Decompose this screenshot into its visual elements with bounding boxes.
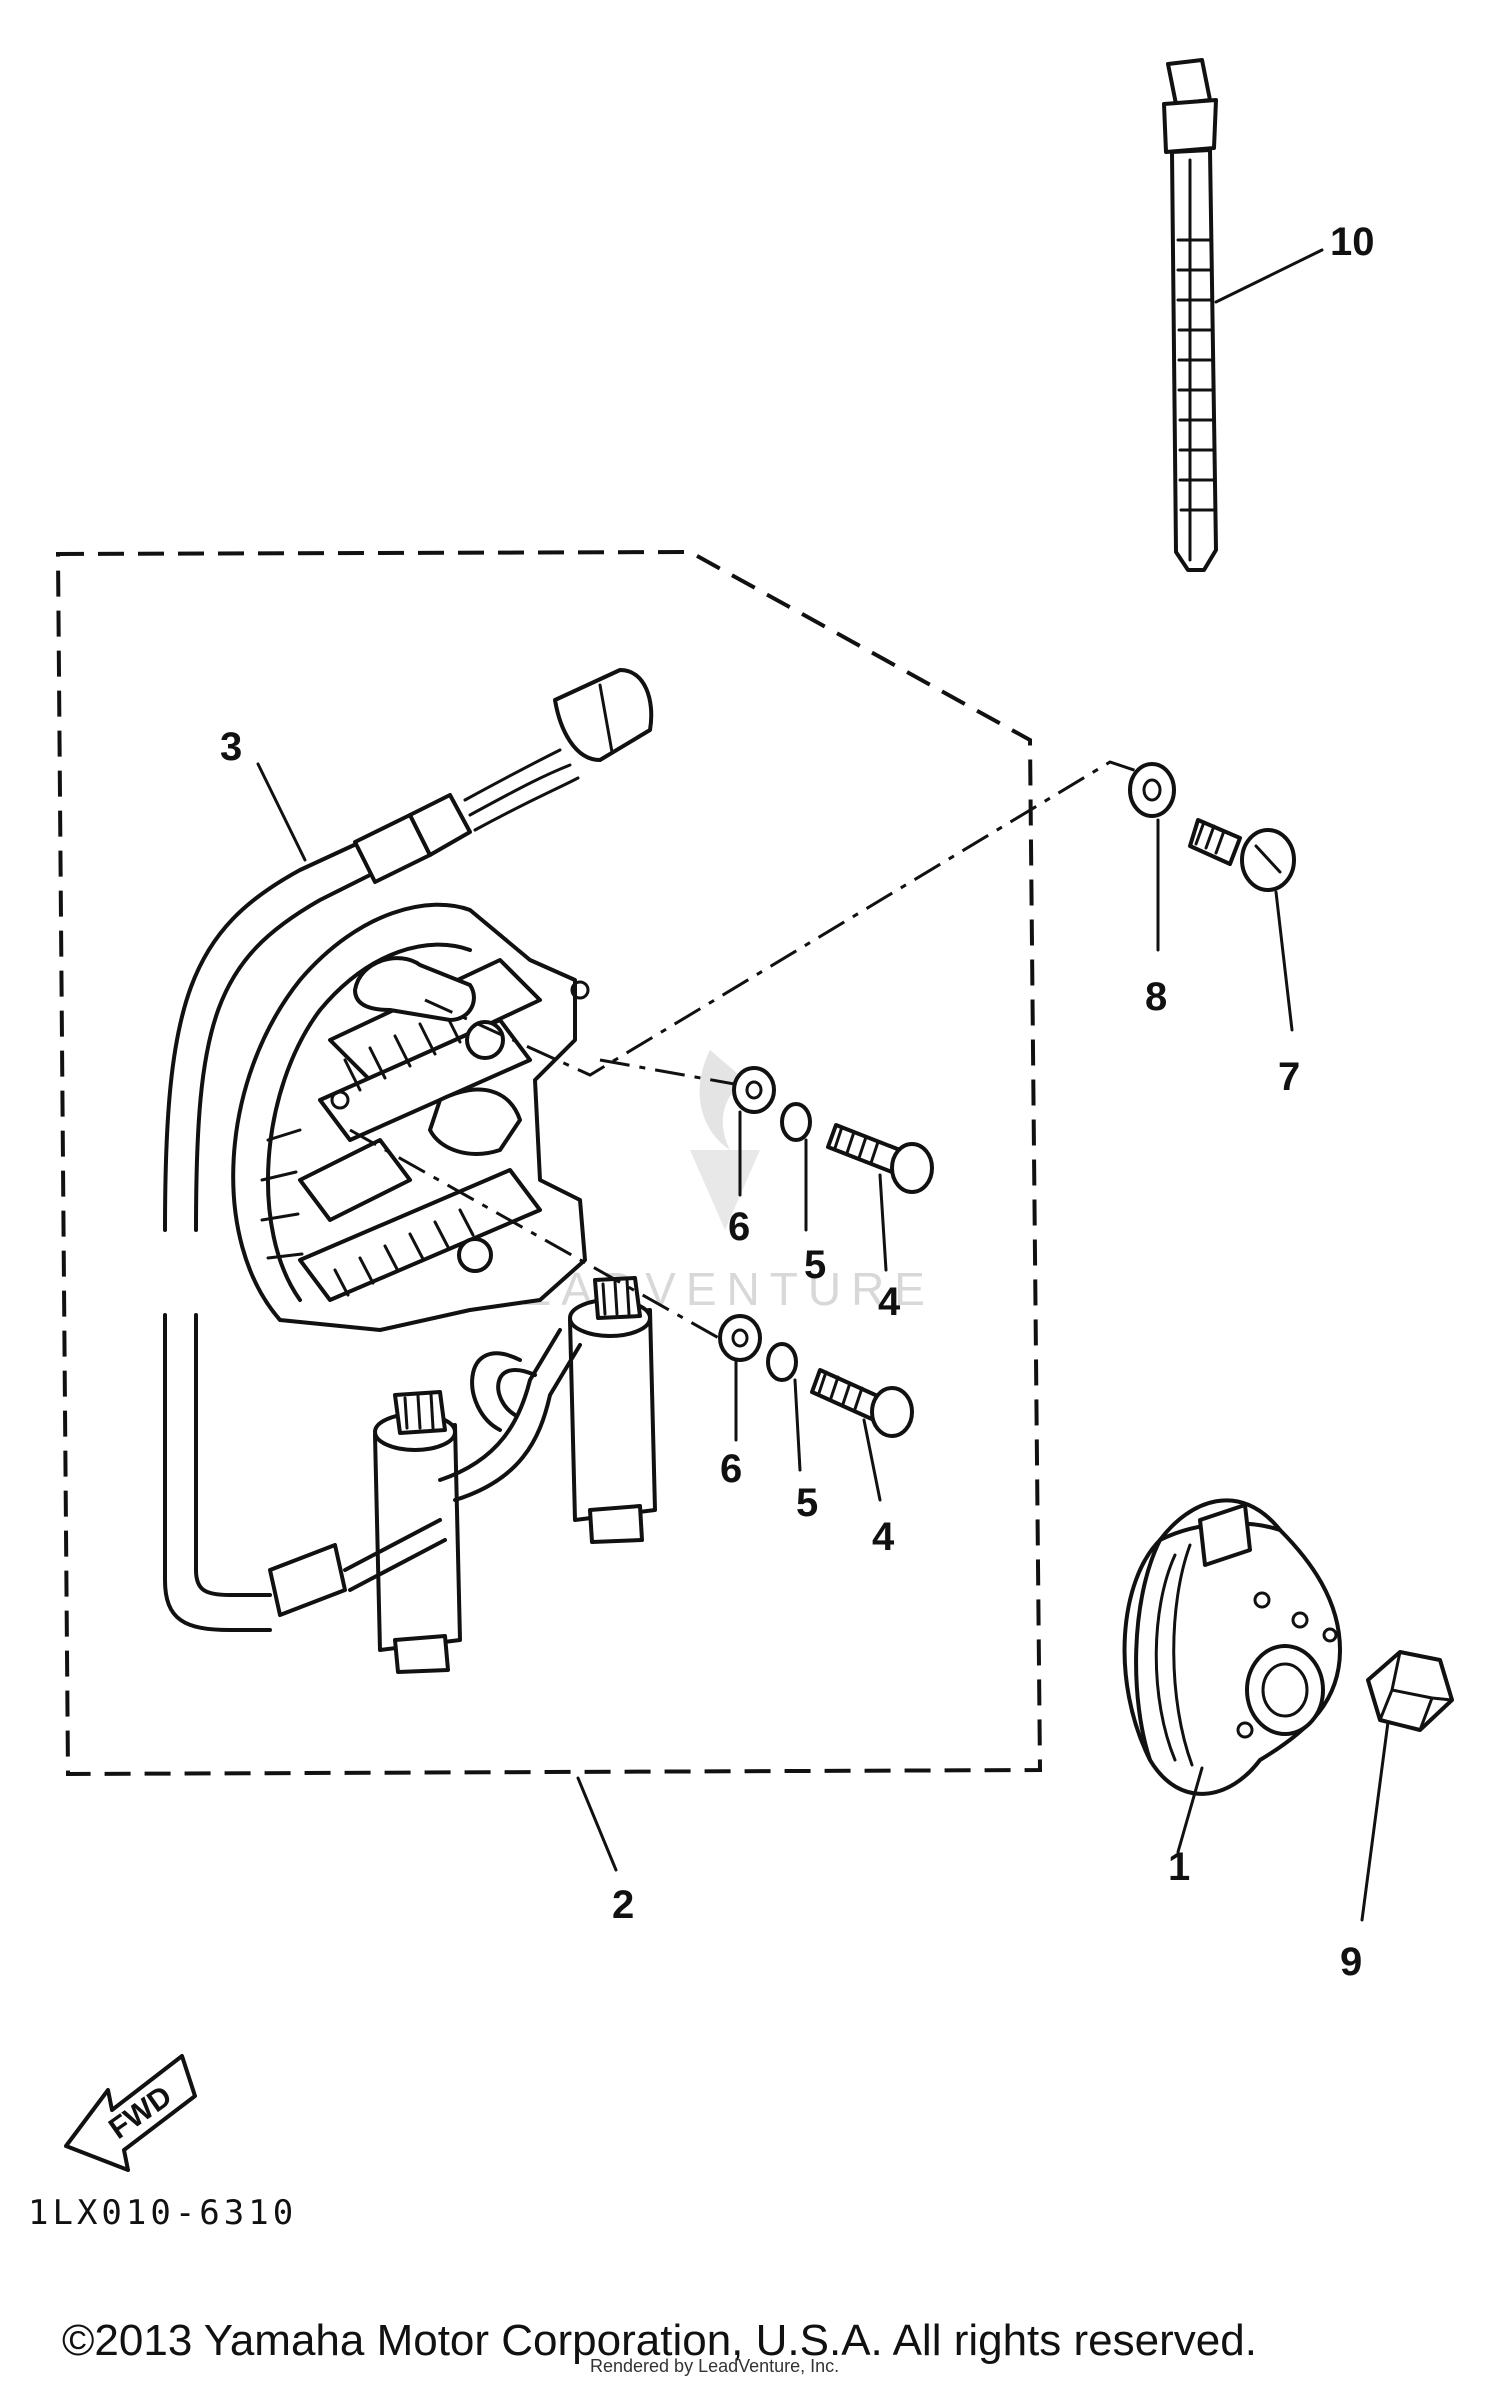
pulser-coil-part <box>268 1276 657 1674</box>
leader-lines <box>349 760 1141 1352</box>
lock-washer-item-5-upper <box>780 1102 812 1232</box>
assembly-leader-line <box>576 1776 618 1872</box>
callout-4-upper: 4 <box>878 1280 901 1324</box>
rendered-by-text: Rendered by LeadVenture, Inc. <box>590 2356 839 2376</box>
callout-10: 10 <box>1330 220 1375 264</box>
washer-item-8 <box>1128 762 1176 952</box>
callout-2: 2 <box>612 1883 634 1927</box>
callout-6-lower: 6 <box>720 1447 742 1491</box>
callout-5-upper: 5 <box>804 1243 826 1287</box>
callout-8: 8 <box>1145 975 1167 1019</box>
screw-item-4-upper <box>826 1123 934 1272</box>
wire-harness-part <box>163 668 654 1632</box>
copyright-text: ©2013 Yamaha Motor Corporation, U.S.A. A… <box>62 2316 1257 2365</box>
callout-1: 1 <box>1168 1845 1190 1889</box>
callout-6-upper: 6 <box>728 1205 750 1249</box>
washer-item-6-lower <box>718 1314 762 1442</box>
flywheel-rotor-part <box>1122 1498 1342 1854</box>
callout-9: 9 <box>1340 1940 1362 1984</box>
washer-item-6-upper <box>732 1066 776 1197</box>
screw-item-7 <box>1188 818 1296 1032</box>
diagram-code: 1LX010-6310 <box>28 2193 297 2233</box>
stator-assembly <box>231 902 590 1332</box>
screw-item-4-lower <box>810 1368 914 1502</box>
fwd-arrow-icon: FWD <box>64 2054 197 2172</box>
callout-7: 7 <box>1278 1055 1300 1099</box>
callout-5-lower: 5 <box>796 1481 818 1525</box>
nut-part <box>1360 1650 1454 1922</box>
callout-4-lower: 4 <box>872 1515 895 1559</box>
assembly-boundary <box>55 549 1043 1777</box>
cable-tie-part <box>1162 58 1324 572</box>
lock-washer-item-5-lower <box>766 1342 802 1472</box>
callout-3: 3 <box>220 725 242 769</box>
callout-numbers: 10 3 8 7 6 5 4 6 5 4 1 2 9 <box>220 220 1375 1984</box>
harness-leader-line <box>256 762 307 862</box>
